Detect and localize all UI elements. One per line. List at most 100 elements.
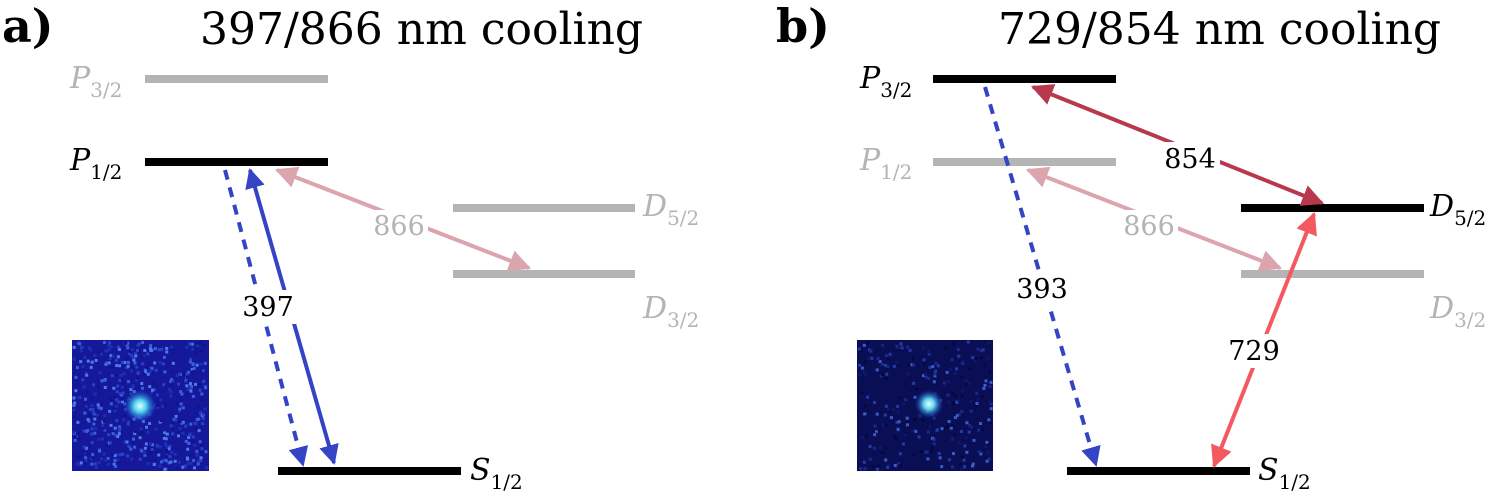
noise-pixel xyxy=(104,349,108,353)
noise-pixel xyxy=(988,385,992,389)
noise-pixel xyxy=(143,349,147,352)
noise-pixel xyxy=(127,445,131,448)
noise-pixel xyxy=(862,370,866,374)
noise-pixel xyxy=(132,356,136,360)
noise-pixel xyxy=(110,374,114,378)
noise-pixel xyxy=(974,404,978,408)
noise-pixel xyxy=(911,357,915,361)
noise-pixel xyxy=(76,455,80,459)
noise-pixel xyxy=(97,406,101,410)
noise-pixel xyxy=(175,402,179,406)
noise-pixel xyxy=(176,431,180,435)
noise-pixel xyxy=(937,452,941,456)
noise-pixel xyxy=(963,465,967,469)
noise-pixel xyxy=(136,371,140,375)
noise-pixel xyxy=(143,451,147,455)
noise-pixel xyxy=(106,457,110,460)
noise-pixel xyxy=(174,418,177,422)
noise-pixel xyxy=(971,356,975,360)
noise-pixel xyxy=(140,449,144,453)
noise-pixel xyxy=(146,452,150,455)
noise-pixel xyxy=(922,346,925,350)
noise-pixel xyxy=(932,416,936,420)
noise-pixel xyxy=(989,419,993,423)
noise-pixel xyxy=(864,404,868,408)
noise-pixel xyxy=(189,389,193,393)
noise-pixel xyxy=(195,405,199,409)
noise-pixel xyxy=(983,383,987,387)
noise-pixel xyxy=(102,452,106,456)
noise-pixel xyxy=(193,466,196,470)
noise-pixel xyxy=(179,399,183,403)
noise-pixel xyxy=(107,348,111,352)
noise-pixel xyxy=(134,387,138,391)
label-854-backdrop xyxy=(1160,142,1220,176)
noise-pixel xyxy=(152,381,156,385)
noise-pixel xyxy=(205,466,209,470)
noise-pixel xyxy=(867,356,871,360)
noise-pixel xyxy=(203,361,207,365)
noise-pixel xyxy=(187,436,191,439)
noise-pixel xyxy=(175,466,178,470)
noise-pixel xyxy=(114,464,118,468)
noise-pixel xyxy=(167,447,171,451)
noise-pixel xyxy=(110,365,114,369)
noise-pixel xyxy=(164,442,167,446)
noise-pixel xyxy=(194,351,198,354)
noise-pixel xyxy=(100,379,104,383)
noise-pixel xyxy=(84,459,88,463)
noise-pixel xyxy=(175,374,179,378)
noise-pixel xyxy=(149,344,153,348)
noise-pixel xyxy=(190,368,194,371)
noise-pixel xyxy=(198,382,202,386)
noise-pixel xyxy=(197,429,201,433)
noise-pixel xyxy=(152,463,156,466)
noise-pixel xyxy=(129,447,133,451)
noise-pixel xyxy=(116,345,120,349)
label-854: 854 xyxy=(1164,144,1216,175)
noise-pixel xyxy=(950,465,954,469)
noise-pixel xyxy=(896,427,900,431)
noise-pixel xyxy=(171,379,175,383)
noise-pixel xyxy=(953,416,957,420)
noise-pixel xyxy=(950,424,954,428)
noise-pixel xyxy=(170,450,174,454)
noise-pixel xyxy=(88,408,92,411)
noise-pixel xyxy=(104,458,108,462)
noise-pixel xyxy=(946,380,950,384)
noise-pixel xyxy=(142,372,146,376)
noise-pixel xyxy=(73,435,77,439)
noise-pixel xyxy=(967,381,971,385)
noise-pixel xyxy=(906,345,910,349)
noise-pixel xyxy=(194,427,198,430)
noise-pixel xyxy=(924,450,928,454)
noise-pixel xyxy=(954,371,958,375)
noise-pixel xyxy=(118,348,121,351)
noise-pixel xyxy=(886,465,890,469)
panel-b-title: 729/854 nm cooling xyxy=(998,4,1441,55)
noise-pixel xyxy=(191,394,195,398)
noise-pixel xyxy=(911,428,915,432)
noise-pixel xyxy=(177,382,180,386)
noise-pixel xyxy=(903,433,907,437)
noise-pixel xyxy=(905,416,909,420)
noise-pixel xyxy=(185,345,189,349)
noise-pixel xyxy=(84,404,88,408)
noise-pixel xyxy=(881,423,885,427)
noise-pixel xyxy=(942,427,946,431)
noise-pixel xyxy=(984,379,988,383)
noise-pixel xyxy=(171,432,175,436)
noise-pixel xyxy=(868,457,872,461)
noise-pixel xyxy=(130,457,134,461)
noise-pixel xyxy=(866,341,870,345)
noise-pixel xyxy=(986,451,990,455)
noise-pixel xyxy=(188,360,192,364)
noise-pixel xyxy=(955,367,959,371)
noise-pixel xyxy=(959,375,963,379)
noise-pixel xyxy=(178,427,182,430)
noise-pixel xyxy=(880,451,884,455)
noise-pixel xyxy=(133,361,137,365)
noise-pixel xyxy=(123,361,127,364)
noise-pixel xyxy=(981,395,985,399)
